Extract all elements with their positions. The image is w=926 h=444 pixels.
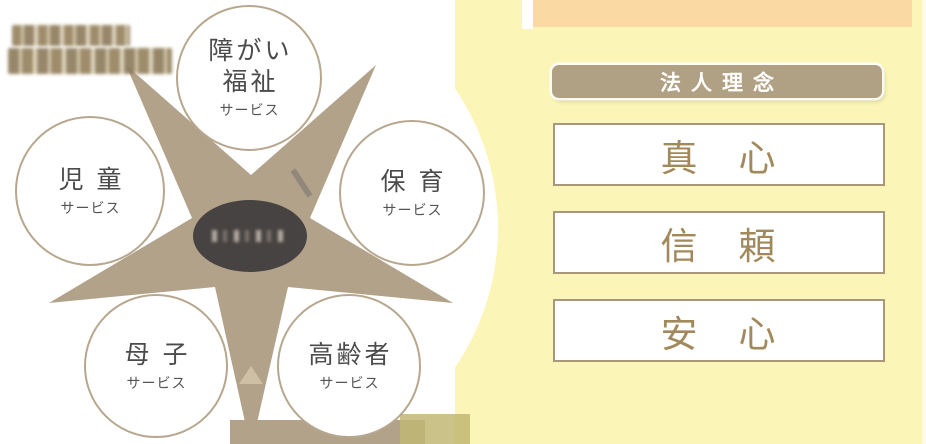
stylized-text-line-1 — [12, 25, 130, 46]
philosophy-header-pill: 法人理念 — [552, 65, 882, 98]
light-triangle-accent — [239, 366, 263, 384]
service-circle-childcare: 保 育 サービス — [339, 120, 485, 266]
center-emblem-ellipse — [193, 200, 307, 272]
service-circle-mother-child: 母 子 サービス — [84, 294, 228, 438]
top-peach-strip — [533, 0, 912, 27]
philosophy-header-label: 法人理念 — [660, 71, 784, 95]
service-label: 福祉 — [222, 68, 279, 96]
service-label: 保 育 — [380, 167, 447, 196]
service-circle-elderly: 高齢者 サービス — [277, 294, 421, 438]
service-sublabel: サービス — [60, 199, 121, 216]
service-label: 児 童 — [58, 165, 125, 194]
philosophy-value-label: 安 心 — [660, 313, 778, 355]
center-emblem-illegible-text — [212, 230, 288, 242]
philosophy-value-box: 真 心 — [553, 123, 885, 186]
stylized-text-line-2 — [8, 48, 172, 74]
service-sublabel: サービス — [382, 201, 443, 218]
service-circle-children: 児 童 サービス — [15, 116, 165, 266]
service-sublabel: サービス — [126, 374, 187, 391]
philosophy-value-box: 安 心 — [553, 299, 885, 362]
right-edge-strip — [922, 0, 926, 444]
service-sublabel: サービス — [319, 374, 380, 391]
service-sublabel: サービス — [219, 102, 280, 118]
panel-top-gap — [522, 0, 533, 29]
philosophy-value-label: 真 心 — [660, 137, 778, 179]
philosophy-value-box: 信 頼 — [553, 211, 885, 274]
service-label: 母 子 — [124, 340, 191, 369]
service-label: 高齢者 — [308, 340, 393, 369]
philosophy-value-label: 信 頼 — [660, 225, 778, 267]
service-circle-disability: 障がい 福祉 サービス — [176, 5, 322, 151]
olive-blend-patch — [400, 414, 470, 444]
service-label: 障がい — [208, 37, 293, 65]
gray-stroke-accent — [290, 168, 313, 198]
